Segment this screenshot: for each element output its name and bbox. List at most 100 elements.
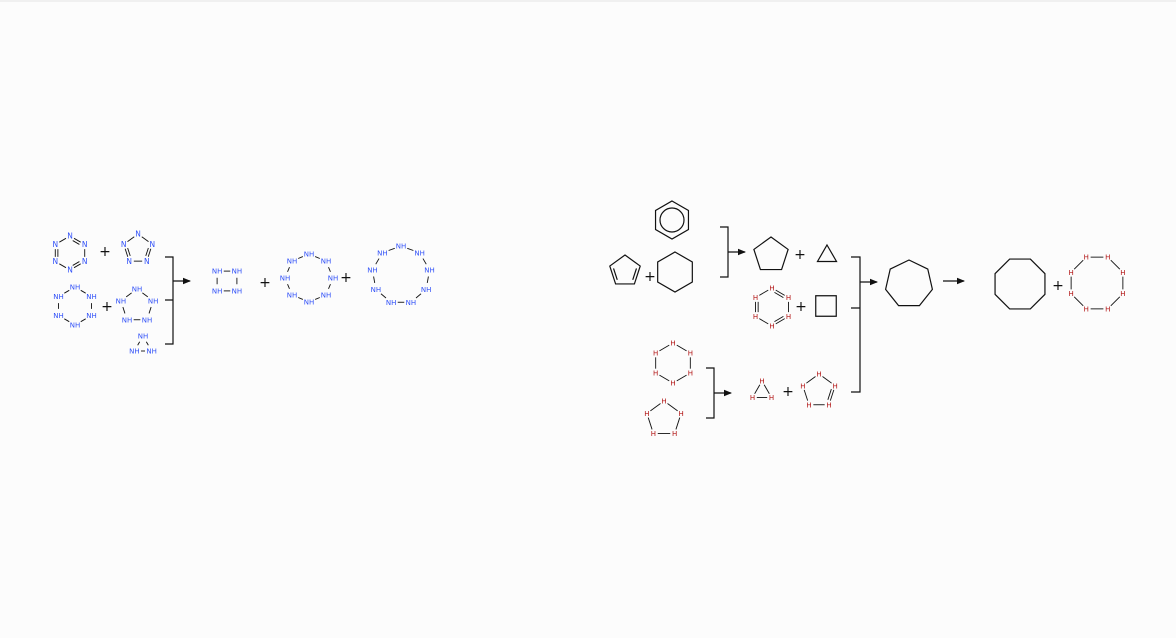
- atom-label: H: [786, 313, 791, 321]
- hexahydro-ring: H H H H H H: [653, 340, 693, 388]
- molecule-layer: NNNNNNNNNNNNHNHNHNHNHNHNHNHNHNHNHNHNHNHN…: [52, 200, 1126, 439]
- plus-sign: +: [99, 244, 111, 260]
- triaza-ring: NH NH NH: [129, 333, 157, 356]
- atom-label: NH: [70, 322, 81, 330]
- atom-label: H: [661, 398, 666, 406]
- atom-label: NH: [287, 291, 298, 299]
- atom-label: NH: [129, 348, 140, 356]
- atom-label: NH: [86, 293, 97, 301]
- cyclopropane: [816, 243, 838, 263]
- cyclohexane: [657, 251, 693, 293]
- plus-sign: +: [101, 299, 113, 315]
- trihydro-ring: HHH: [750, 378, 774, 403]
- atom-label: H: [688, 350, 693, 358]
- atom-label: NH: [138, 333, 149, 341]
- atom-label: NH: [116, 297, 127, 305]
- atom-label: NH: [321, 291, 332, 299]
- atom-label: NH: [142, 316, 153, 324]
- atom-label: H: [670, 380, 675, 388]
- cyclooctane: [994, 258, 1046, 310]
- atom-label: H: [1105, 305, 1110, 313]
- atom-label: NH: [148, 297, 159, 305]
- cyclopentadiene: [609, 254, 641, 285]
- atom-label: H: [759, 378, 764, 386]
- plus-sign: +: [1052, 278, 1064, 294]
- plus-sign: +: [340, 270, 352, 286]
- atom-label: H: [786, 294, 791, 302]
- atom-label: N: [149, 240, 155, 249]
- atom-label: H: [653, 370, 658, 378]
- atom-label: H: [688, 370, 693, 378]
- upper-reaction-bracket: [720, 226, 729, 278]
- atom-label: NH: [232, 268, 243, 276]
- atom-label: NH: [212, 287, 223, 295]
- atom-label: N: [82, 257, 88, 266]
- atom-label: NH: [287, 258, 298, 266]
- atom-label: H: [753, 313, 758, 321]
- atom-label: NH: [132, 286, 143, 294]
- atom-label: NH: [53, 293, 64, 301]
- atom-label: H: [651, 430, 656, 438]
- atom-label: NH: [371, 286, 382, 294]
- atom-label: H: [800, 382, 805, 390]
- atom-label: H: [678, 410, 683, 418]
- hydro-benzene: H H H H H H: [753, 285, 791, 331]
- cyclobutane: [815, 295, 837, 317]
- atom-label: H: [672, 430, 677, 438]
- atom-label: H: [653, 350, 658, 358]
- pentaaza-ring: NH NH NH NH NH: [116, 286, 159, 325]
- atom-label: NH: [146, 348, 157, 356]
- atom-label: N: [67, 266, 73, 275]
- plus-sign: +: [795, 299, 807, 315]
- atom-label: H: [1068, 290, 1073, 298]
- atom-label: N: [52, 257, 58, 266]
- atom-label: NH: [414, 249, 425, 257]
- combined-reaction-bracket: [851, 256, 861, 393]
- atom-label: NH: [424, 266, 435, 274]
- tetraaza-square-ring: NH NH NH NH: [212, 268, 242, 296]
- atom-label: NH: [122, 316, 133, 324]
- atom-label: H: [769, 323, 774, 331]
- atom-label: NH: [232, 287, 243, 295]
- atom-label: NH: [406, 299, 417, 307]
- atom-label: H: [1068, 269, 1073, 277]
- atom-label: H: [1084, 305, 1089, 313]
- atom-label: NH: [304, 299, 315, 307]
- atom-label: H: [753, 294, 758, 302]
- atom-label: N: [144, 257, 150, 266]
- atom-label: NH: [321, 258, 332, 266]
- atom-label: NH: [328, 275, 339, 283]
- top-border: [0, 0, 1176, 2]
- pentahydro-ring: H H H H H: [644, 398, 684, 439]
- atom-label: NH: [304, 251, 315, 259]
- atom-label: N: [52, 240, 58, 249]
- atom-label: NH: [53, 312, 64, 320]
- atom-label: N: [126, 257, 132, 266]
- atom-label: H: [806, 401, 811, 409]
- cyclopentane: [753, 236, 789, 271]
- atom-label: NH: [280, 275, 291, 283]
- atom-label: H: [833, 382, 838, 390]
- atom-label: H: [644, 410, 649, 418]
- plus-sign: +: [644, 269, 656, 285]
- plus-signs: +++++++++: [99, 244, 1064, 400]
- left-reaction-bracket: [165, 256, 174, 345]
- atom-label: H: [670, 340, 675, 348]
- atom-label: H: [769, 285, 774, 293]
- plus-sign: +: [259, 275, 271, 291]
- atom-label: N: [82, 240, 88, 249]
- atom-label: NH: [386, 299, 397, 307]
- atom-label: H: [1084, 254, 1089, 262]
- atom-label: NH: [421, 286, 432, 294]
- atom-label: NH: [70, 284, 81, 292]
- atom-label: H: [1120, 269, 1125, 277]
- lower-reaction-bracket: [706, 367, 715, 419]
- atom-label: NH: [212, 268, 223, 276]
- atom-label: H: [1120, 290, 1125, 298]
